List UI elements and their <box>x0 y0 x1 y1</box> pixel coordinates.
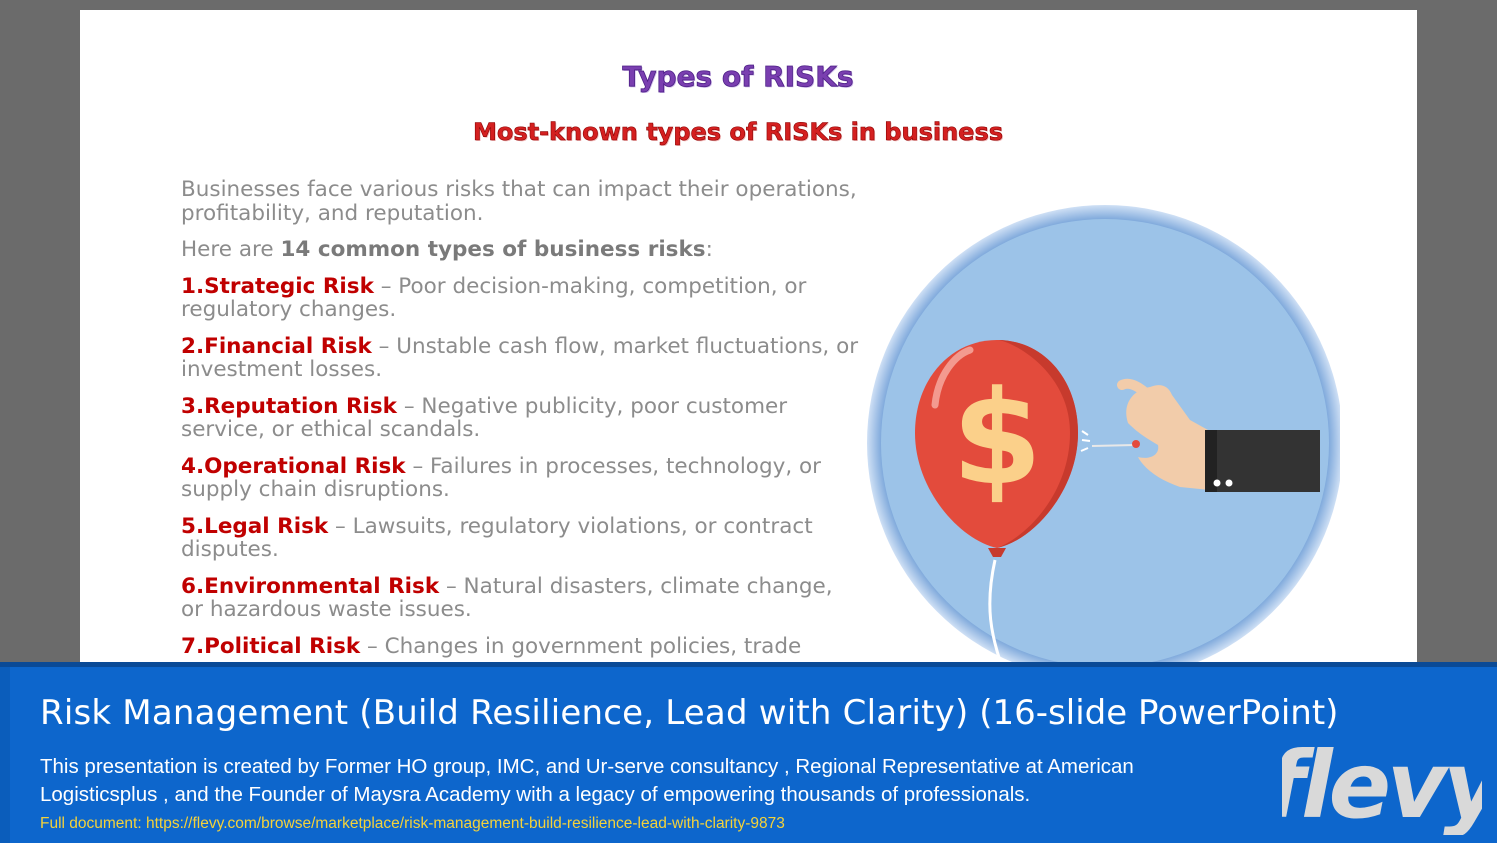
risk-desc: – Negative publicity, poor customer serv… <box>181 393 788 442</box>
risk-name: 2.Financial Risk <box>181 333 372 359</box>
lead-text: Here are 14 common types of business ris… <box>181 238 861 262</box>
risk-item: 2.Financial Risk – Unstable cash flow, m… <box>181 333 861 382</box>
document-description: This presentation is created by Former H… <box>40 755 1134 806</box>
full-document-link[interactable]: Full document: https://flevy.com/browse/… <box>40 815 785 832</box>
risk-desc: – Unstable cash flow, market fluctuation… <box>181 333 859 382</box>
lead-bold: 14 common types of business risks <box>280 237 706 262</box>
footer-panel: Risk Management (Build Resilience, Lead … <box>10 667 1497 843</box>
risk-desc: – Poor decision-making, competition, or … <box>181 273 807 322</box>
document-title-suffix: (16-slide PowerPoint) <box>968 693 1339 733</box>
risk-desc: – Failures in processes, technology, or … <box>181 453 821 502</box>
slide-content: Businesses face various risks that can i… <box>181 178 861 670</box>
lead-suffix: : <box>705 237 713 262</box>
slide-title: Types of RISKs <box>622 60 854 94</box>
footer-banner: Risk Management (Build Resilience, Lead … <box>0 662 1497 843</box>
risk-name: 1.Strategic Risk <box>181 273 374 299</box>
risk-item: 3.Reputation Risk – Negative publicity, … <box>181 393 861 442</box>
risk-name: 3.Reputation Risk <box>181 393 397 419</box>
balloon-dollar-symbol: $ <box>952 362 1042 514</box>
hand-with-pin-icon <box>1080 378 1320 492</box>
risk-item: 4.Operational Risk – Failures in process… <box>181 453 861 502</box>
risk-desc: – Natural disasters, climate change, or … <box>181 573 833 622</box>
risk-desc: – Changes in government policies, trade <box>360 633 802 659</box>
risk-item: 1.Strategic Risk – Poor decision-making,… <box>181 273 861 322</box>
risk-desc: – Lawsuits, regulatory violations, or co… <box>181 513 813 562</box>
risk-item: 7.Political Risk – Changes in government… <box>181 633 861 659</box>
intro-text: Businesses face various risks that can i… <box>181 177 857 226</box>
slide-subtitle: Most-known types of RISKs in business <box>472 118 1004 147</box>
risk-item: 6.Environmental Risk – Natural disasters… <box>181 573 861 622</box>
document-title: Risk Management (Build Resilience, Lead … <box>40 693 1338 733</box>
slide: Types of RISKs Most-known types of RISKs… <box>80 10 1417 670</box>
risk-item: 5.Legal Risk – Lawsuits, regulatory viol… <box>181 513 861 562</box>
risk-name: 7.Political Risk <box>181 633 361 659</box>
risk-name: 5.Legal Risk <box>181 513 329 539</box>
flevy-logo-text: flevy <box>1282 732 1482 835</box>
balloon-illustration: $ <box>867 205 1340 670</box>
risk-name: 6.Environmental Risk <box>181 573 440 599</box>
document-title-main: Risk Management (Build Resilience, Lead … <box>40 693 969 733</box>
flevy-logo[interactable]: flevy <box>1282 725 1482 835</box>
balloon-icon: $ <box>915 340 1078 557</box>
risk-name: 4.Operational Risk <box>181 453 406 479</box>
lead-prefix: Here are <box>181 237 281 262</box>
